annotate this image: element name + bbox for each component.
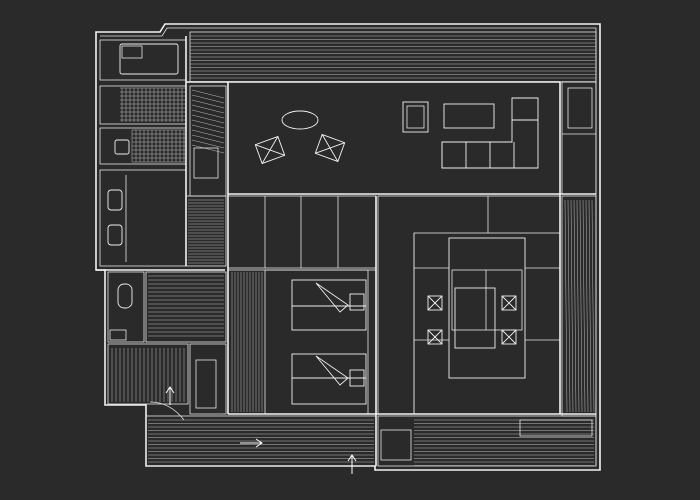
coffee-table — [443, 103, 495, 129]
hatch-line — [191, 104, 225, 114]
up-arrow-icon — [347, 454, 357, 474]
right-timber-strip — [561, 195, 597, 417]
entry-arrow-icon — [165, 386, 175, 405]
hatch-line — [567, 199, 571, 413]
hatch-line — [191, 114, 225, 124]
hatch-line — [191, 89, 225, 99]
hatch-line — [582, 199, 586, 413]
hatch-line — [573, 199, 577, 413]
hatch-line — [191, 129, 225, 139]
lounge-chair — [254, 135, 286, 165]
hatch-line — [591, 199, 595, 413]
living-room — [227, 81, 561, 195]
tatami-room — [227, 195, 377, 269]
hatch-line — [585, 199, 589, 413]
sink — [107, 224, 123, 246]
bed — [291, 279, 367, 331]
sink — [114, 139, 130, 155]
hatch-line — [191, 109, 225, 119]
toilet — [117, 283, 133, 309]
interior-walls — [185, 36, 596, 466]
bedroom — [227, 269, 377, 415]
engawa-veranda — [145, 415, 597, 474]
chair — [501, 329, 517, 345]
bed — [291, 353, 367, 405]
top-veranda-deck — [189, 31, 597, 83]
hatch-line — [191, 144, 225, 154]
dining-table — [281, 110, 319, 130]
hatch-line — [191, 124, 225, 134]
armchair — [402, 101, 429, 133]
right-alcove — [561, 81, 597, 195]
bathtub — [119, 43, 179, 75]
hatch-line — [191, 94, 225, 104]
hatch-line — [191, 139, 225, 149]
bathroom — [99, 39, 187, 267]
hatch-line — [564, 199, 568, 413]
hatch-line — [579, 199, 583, 413]
storage-column — [185, 85, 227, 267]
outer-walls — [95, 23, 601, 471]
sink — [107, 189, 123, 211]
lounge-chair — [314, 133, 346, 163]
hatch-line — [570, 199, 574, 413]
chair — [427, 295, 443, 311]
hatch-line — [191, 119, 225, 129]
hatch-line — [576, 199, 580, 413]
entrance — [107, 271, 227, 421]
direction-arrow-icon — [240, 438, 263, 448]
low-table — [454, 287, 496, 349]
toilet-room — [107, 271, 145, 343]
hatch-line — [191, 134, 225, 144]
hatch-line — [191, 99, 225, 109]
chair — [427, 329, 443, 345]
tatami-living — [377, 195, 561, 415]
hatch-line — [588, 199, 592, 413]
chair — [501, 295, 517, 311]
